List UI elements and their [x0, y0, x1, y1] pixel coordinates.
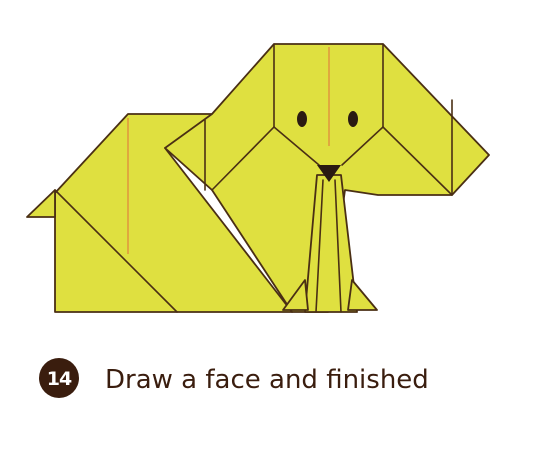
- dog-face: [297, 111, 358, 182]
- step-caption: Draw a face and finished: [105, 365, 429, 395]
- step-number: 14: [47, 368, 72, 390]
- left-face-fold: [211, 126, 275, 191]
- right-snout-fold: [341, 126, 384, 166]
- right-paw: [347, 279, 378, 311]
- body-diagonal-fold: [54, 189, 178, 313]
- right-eye: [348, 111, 358, 127]
- dog-chest: [282, 174, 378, 313]
- chest-right-fold: [334, 179, 342, 313]
- step-number-badge: [39, 358, 79, 398]
- dog-body: [26, 113, 293, 313]
- right-face-fold: [382, 126, 453, 196]
- nose: [317, 165, 341, 182]
- tail-flap: [26, 189, 56, 218]
- left-paw: [282, 279, 309, 311]
- left-eye: [297, 111, 307, 127]
- chest-left-fold: [315, 179, 324, 313]
- left-snout-fold: [273, 126, 320, 166]
- step-label: 14 Draw a face and finished: [39, 358, 429, 398]
